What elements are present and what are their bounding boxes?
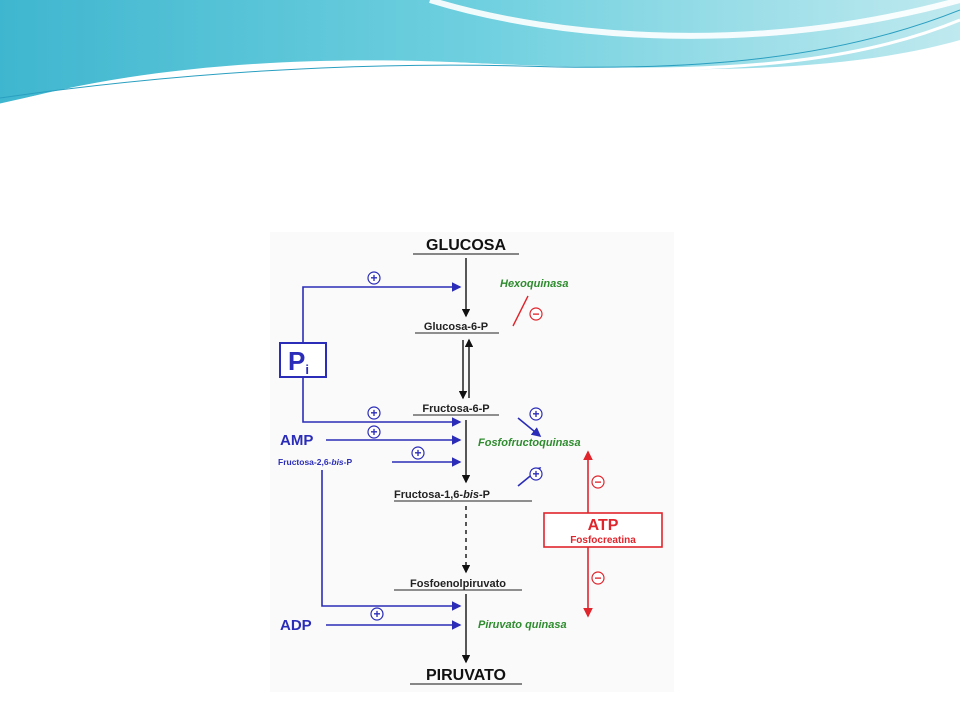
minus-sign-atp-pfk: − xyxy=(591,475,605,489)
slide-header-wave xyxy=(0,0,960,107)
svg-text:+: + xyxy=(370,406,377,420)
plus-sign-adp: + xyxy=(370,607,384,621)
effector-adp: ADP xyxy=(280,617,312,634)
substrate-glucosa: GLUCOSA xyxy=(426,237,506,254)
effector-atp: ATP xyxy=(588,517,619,534)
effector-fructosa-2-6-bis-p: Fructosa-2,6-bis-P xyxy=(278,457,352,467)
svg-text:−: − xyxy=(594,475,601,489)
plus-sign-hexoquinasa: + xyxy=(367,271,381,285)
svg-text:+: + xyxy=(414,446,421,460)
plus-sign-pi-pfk: + xyxy=(367,406,381,420)
f6p-to-pfk-arrow xyxy=(517,417,542,438)
svg-text:+: + xyxy=(370,271,377,285)
substrate-fructosa-1-6-bis-p: Fructosa-1,6-bis-P xyxy=(394,489,490,501)
svg-text:+: + xyxy=(370,425,377,439)
substrate-piruvato: PIRUVATO xyxy=(426,667,506,684)
substrate-fructosa-6-p: Fructosa-6-P xyxy=(422,403,489,415)
plus-sign-amp: + xyxy=(367,425,381,439)
svg-text:−: − xyxy=(532,307,539,321)
plus-sign-f26bp: + xyxy=(411,446,425,460)
g6p-inhibits-hexoquinasa xyxy=(512,295,529,327)
enzyme-fosfofructoquinasa: Fosfofructoquinasa xyxy=(478,437,581,449)
f26bp-to-pk-arrow xyxy=(321,470,462,611)
enzyme-hexoquinasa: Hexoquinasa xyxy=(500,278,568,290)
plus-sign-f6p: + xyxy=(529,407,543,421)
atp-box xyxy=(543,512,663,548)
minus-sign-hexoquinasa: − xyxy=(529,307,543,321)
svg-text:−: − xyxy=(594,571,601,585)
substrate-glucosa-6-p: Glucosa-6-P xyxy=(424,321,488,333)
pi-to-pfk-arrow xyxy=(302,377,462,427)
pi-label: Pi xyxy=(288,346,309,377)
glycolysis-regulation-diagram: GLUCOSA Glucosa-6-P Fructosa-6-P Fructos… xyxy=(270,232,674,692)
svg-text:+: + xyxy=(532,467,539,481)
effector-amp: AMP xyxy=(280,432,313,449)
svg-text:+: + xyxy=(532,407,539,421)
svg-text:+: + xyxy=(373,607,380,621)
pi-box xyxy=(279,342,327,378)
enzyme-piruvato-quinasa: Piruvato quinasa xyxy=(478,619,567,631)
pi-to-hexoquinasa-arrow xyxy=(302,282,462,343)
minus-sign-atp-pk: − xyxy=(591,571,605,585)
substrate-fosfoenolpiruvato: Fosfoenolpiruvato xyxy=(410,578,506,590)
plus-sign-f16bp: + xyxy=(529,467,543,481)
diagram-canvas: GLUCOSA Glucosa-6-P Fructosa-6-P Fructos… xyxy=(278,237,663,685)
effector-fosfocreatina: Fosfocreatina xyxy=(570,535,636,546)
